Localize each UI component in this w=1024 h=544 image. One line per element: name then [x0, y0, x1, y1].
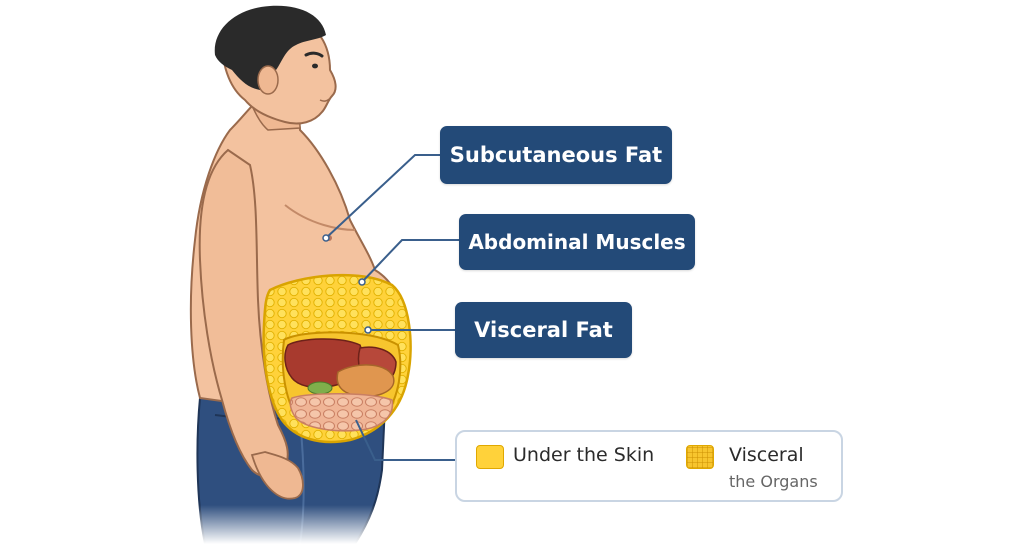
legend-swatch-under-skin — [476, 445, 504, 469]
callout-visceral-fat: Visceral Fat — [455, 302, 632, 358]
legend-label-visceral: Visceral — [729, 444, 804, 466]
brow — [304, 51, 324, 58]
leader-muscles — [361, 239, 459, 283]
callout-subcutaneous-fat: Subcutaneous Fat — [440, 126, 672, 184]
ear — [257, 65, 279, 95]
leader-dot-visceral — [364, 326, 372, 334]
leader-dot-muscles — [358, 278, 366, 286]
chest-contour — [284, 204, 356, 231]
hand — [250, 451, 304, 500]
legend-label-under-skin: Under the Skin — [513, 444, 655, 466]
callout-abdominal-muscles: Abdominal Muscles — [459, 214, 695, 270]
stomach — [336, 364, 395, 398]
legend-sublabel-organs: the Organs — [729, 472, 818, 491]
legend-swatch-visceral — [686, 445, 714, 469]
legend: Under the Skin Visceral the Organs — [455, 430, 843, 502]
leader-subcutaneous — [325, 154, 440, 239]
eye — [312, 63, 318, 69]
gallbladder — [307, 381, 333, 395]
leader-legend — [355, 419, 455, 461]
leader-dot-subcutaneous — [322, 234, 330, 242]
mouth — [319, 98, 330, 102]
hair — [214, 5, 326, 90]
